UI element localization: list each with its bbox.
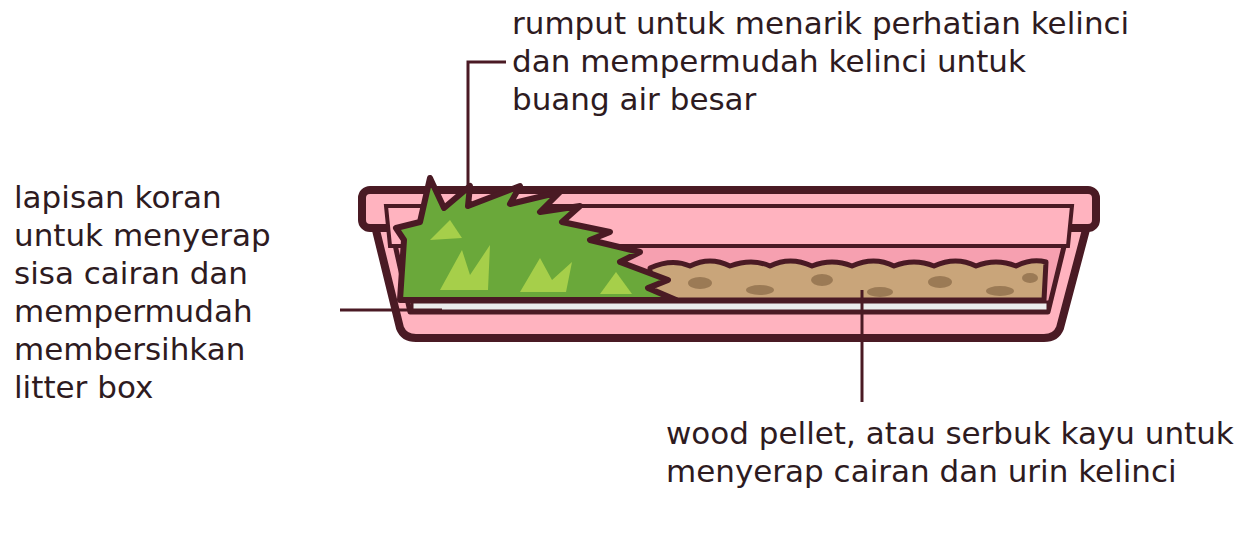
- grass: [396, 178, 676, 300]
- callout-label: wood pellet, atau serbuk kayu untuk meny…: [666, 414, 1246, 490]
- leader-line: [861, 290, 864, 402]
- grass-highlights: [430, 220, 632, 294]
- newspaper-layer: [412, 302, 1048, 311]
- leader-line: [468, 62, 506, 192]
- callout-label: lapisan koran untuk menyerap sisa cairan…: [14, 178, 314, 406]
- callout-label: rumput untuk menarik perhatian kelinci d…: [512, 4, 1132, 118]
- leader-line: [340, 309, 442, 312]
- wood-pellets: [650, 261, 1046, 300]
